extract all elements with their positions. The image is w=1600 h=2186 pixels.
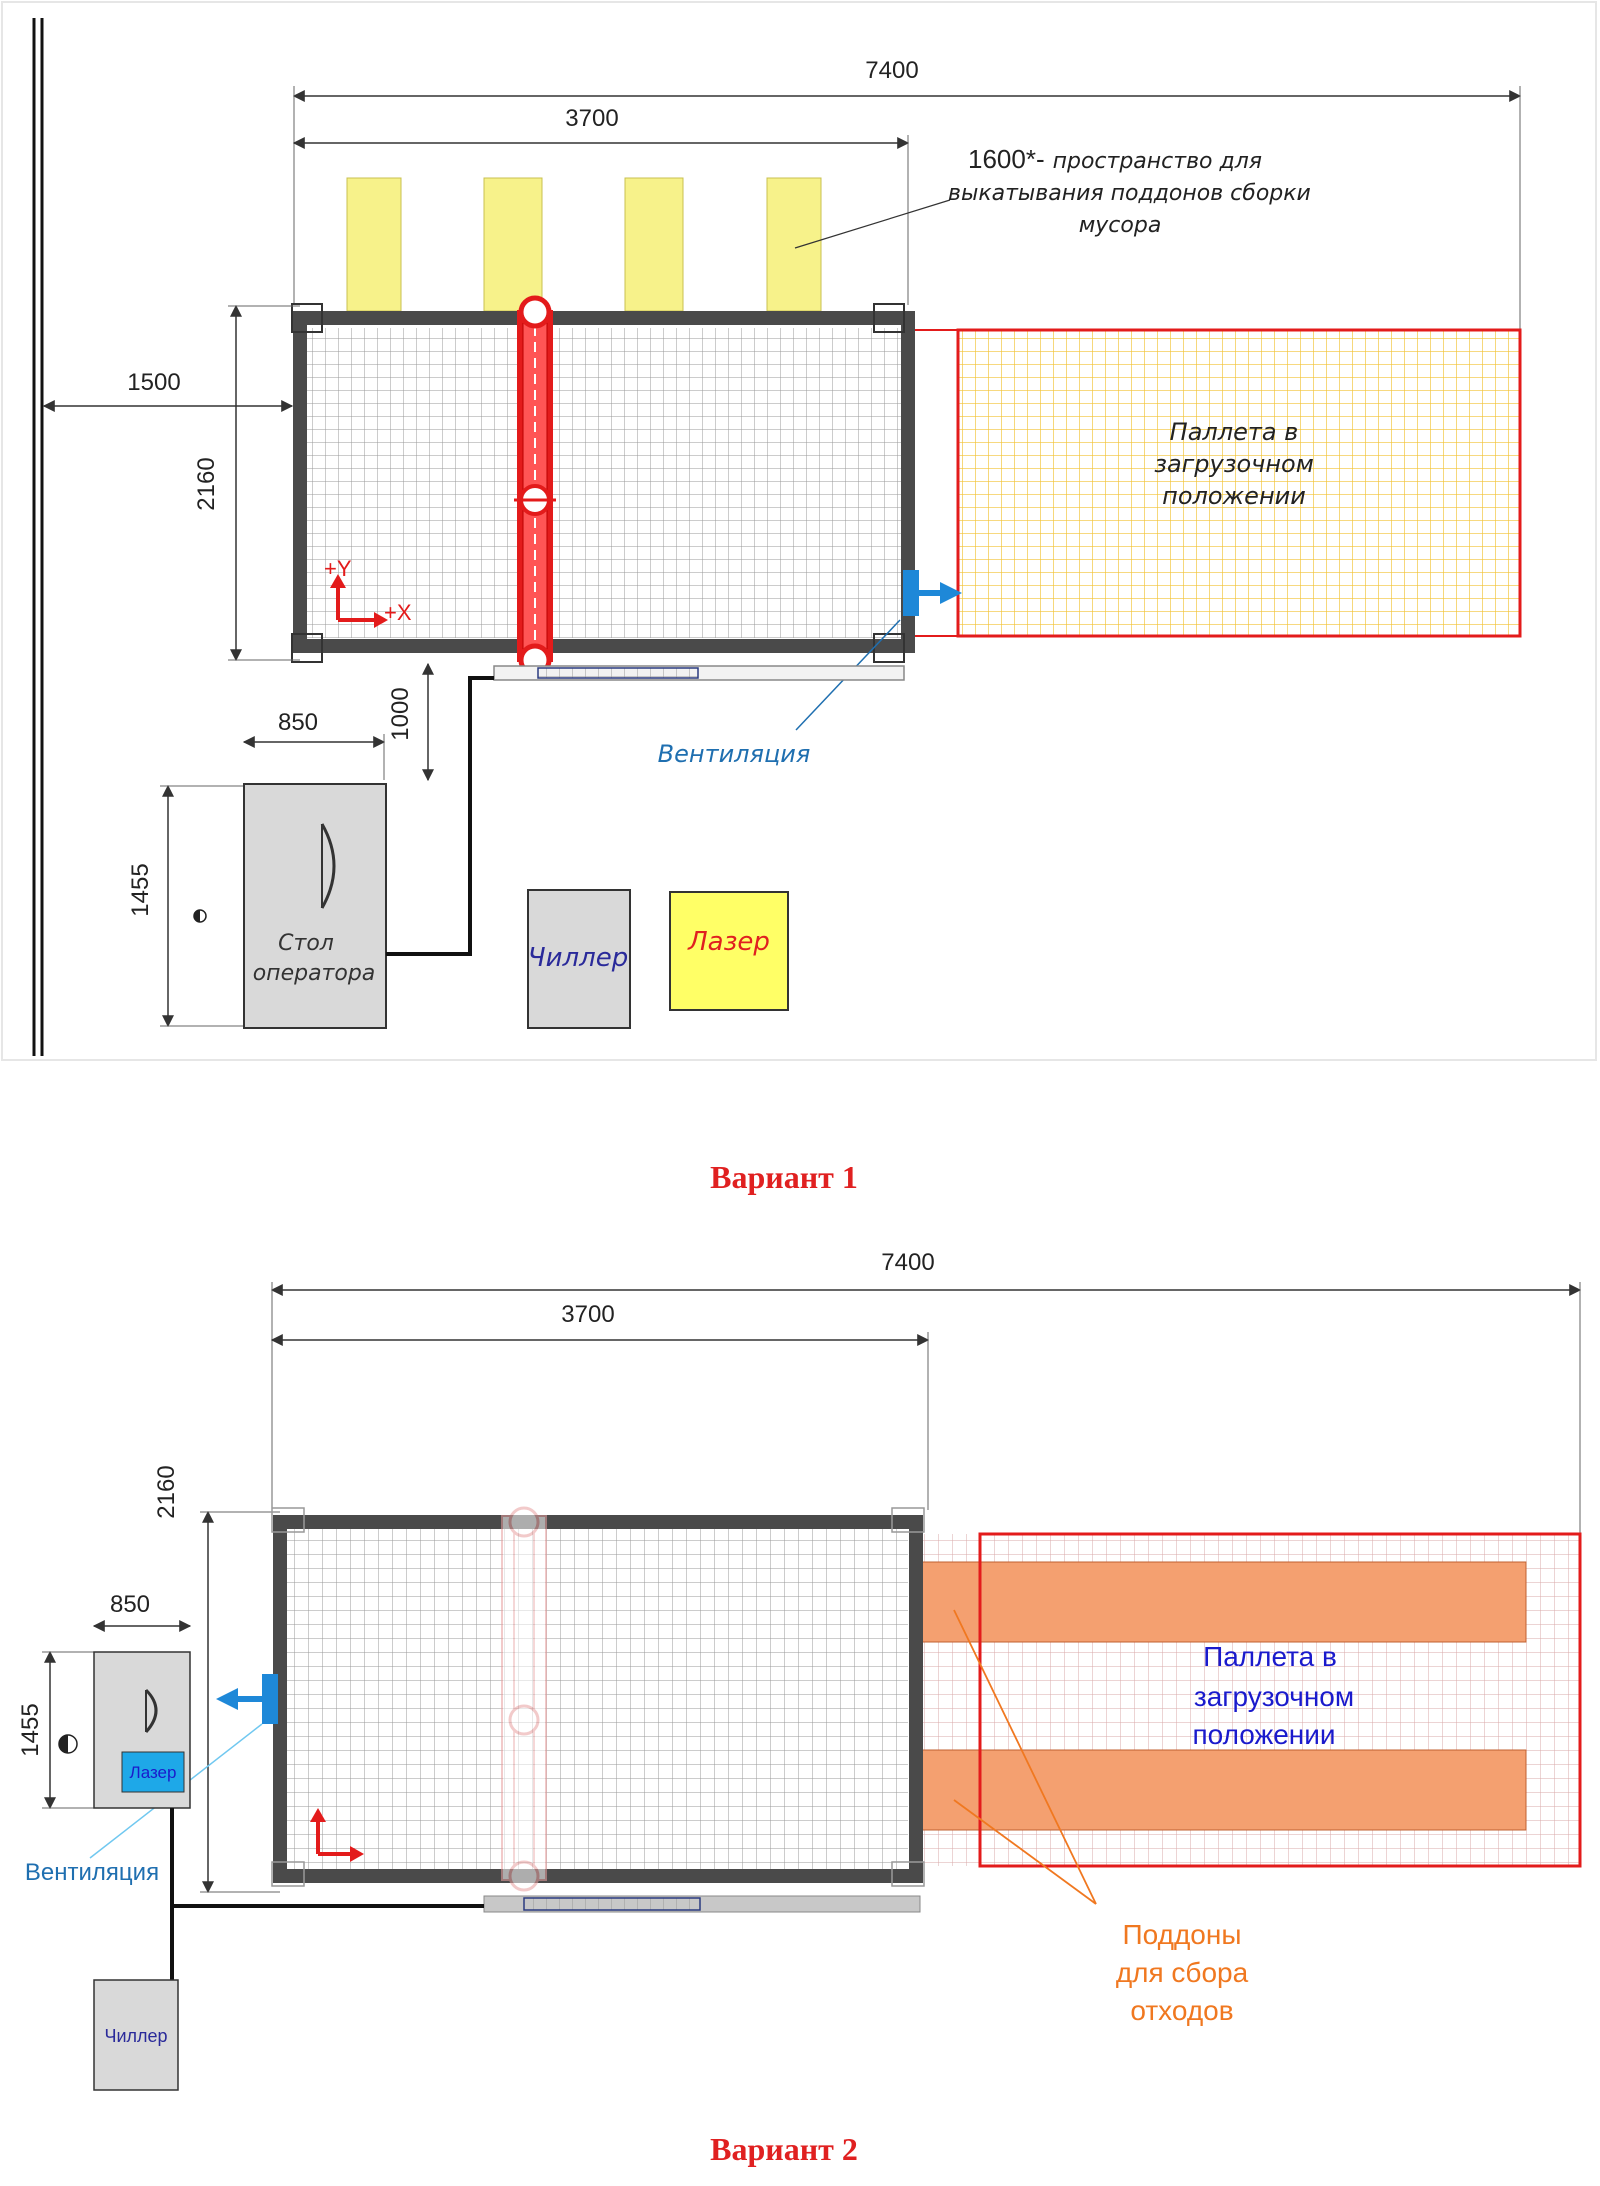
note-line-2: выкатывания поддонов сборки	[948, 181, 1311, 206]
v2-gantry	[501, 1506, 547, 1892]
dim-2160: 2160	[193, 457, 220, 510]
dim-1000: 1000	[387, 687, 414, 740]
cutting-table-frame	[293, 311, 915, 653]
waste-bin-3	[624, 177, 684, 312]
corner-bl	[291, 633, 323, 663]
variant-1-caption: Вариант 1	[710, 1159, 858, 1195]
trays-label-line-1: Поддоны	[1123, 1919, 1242, 1950]
v2-dim-7400: 7400	[881, 1249, 934, 1276]
waste-bin-4	[766, 177, 822, 312]
laser-box	[669, 891, 789, 1011]
eye-symbol-half	[194, 910, 200, 922]
waste-bin-2	[483, 177, 543, 312]
v2-dim-1455: 1455	[17, 1703, 44, 1756]
v2-pallet-loading-area	[978, 1532, 1582, 1868]
operator-table	[243, 783, 387, 1029]
pallet-label-line-2: загрузочном	[1154, 450, 1314, 478]
axis-indicator: +Y +X	[324, 556, 412, 628]
trays-label-line-2: для сбора	[1116, 1957, 1249, 1988]
v2-dim-2160: 2160	[153, 1465, 180, 1518]
waste-tray-1	[915, 1561, 1527, 1643]
v2-pallet-label-line-3: положении	[1192, 1719, 1335, 1750]
v2-chiller-label: Чиллер	[104, 2026, 167, 2046]
note-leader	[794, 199, 951, 249]
dim-850: 850	[278, 709, 318, 736]
v2-operator-monitor-icon	[144, 1688, 158, 1734]
ventilation-fan	[903, 570, 962, 616]
note-line-3: мусора	[1079, 213, 1162, 238]
laser-label: Лазер	[687, 927, 770, 957]
v2-ventilation-fan	[216, 1674, 278, 1724]
gantry	[514, 295, 556, 677]
variant-2-drawing: 7400 3700 2160 Паллета в загрузочном пол…	[17, 1249, 1582, 2091]
trays-leader-1	[953, 1609, 1097, 1905]
dim-1455: 1455	[127, 863, 154, 916]
v2-axis-indicator	[310, 1808, 364, 1862]
v2-corner-tr	[891, 1507, 925, 1533]
axis-y-label: +Y	[324, 556, 352, 581]
v2-chiller-box	[93, 1979, 179, 2091]
v2-ventilation-label: Вентиляция	[25, 1859, 159, 1886]
axis-x-label: +X	[384, 600, 412, 625]
corner-tr	[873, 303, 905, 333]
pallet-label-line-1: Паллета в	[1170, 418, 1299, 446]
dim-1500: 1500	[127, 369, 180, 396]
pallet-loading-area	[956, 328, 1522, 638]
waste-tray-2	[915, 1749, 1527, 1831]
cutting-table-grid	[306, 328, 902, 638]
v2-pallet-label-line-2: загрузочном	[1194, 1681, 1354, 1712]
operator-cable	[386, 676, 494, 956]
operator-label-line-2: оператора	[253, 961, 376, 986]
v2-corner-br	[891, 1861, 925, 1887]
ventilation-label: Вентиляция	[658, 740, 811, 768]
variant-1-frame-border	[1, 1, 1597, 1061]
v2-cable-chain-links	[523, 1897, 701, 1911]
corner-tl	[291, 303, 323, 333]
operator-monitor-icon	[320, 823, 336, 909]
chiller-label: Чиллер	[528, 943, 628, 973]
chiller-box	[527, 889, 631, 1029]
v2-corner-bl	[271, 1861, 305, 1887]
dim-7400: 7400	[865, 57, 918, 84]
variant-2-caption: Вариант 2	[710, 2131, 858, 2167]
operator-label-line-1: Стол	[278, 931, 334, 956]
trays-leader-2	[953, 1799, 1097, 1905]
trays-label-line-3: отходов	[1130, 1995, 1233, 2026]
waste-bin-1	[346, 177, 402, 312]
v2-dim-850: 850	[110, 1591, 150, 1618]
pallet-label-line-3: положении	[1162, 482, 1306, 510]
cable-chain-links	[537, 667, 699, 679]
variant-1-drawing: 7400 3700 1600*-пространство для выкатыв…	[1, 1, 1597, 1061]
v2-corner-tl	[271, 1507, 305, 1533]
v2-pallet-label-line-1: Паллета в	[1203, 1641, 1337, 1672]
dim-3700: 3700	[565, 105, 618, 132]
v2-eye-symbol-half	[59, 1735, 68, 1753]
note-line-1: 1600*-пространство для	[968, 144, 1262, 174]
v2-laser-box	[121, 1751, 185, 1793]
v2-laser-label: Лазер	[130, 1763, 177, 1782]
v2-cutting-table-grid	[286, 1528, 908, 1870]
v2-dim-3700: 3700	[561, 1301, 614, 1328]
v2-cutting-table-frame	[273, 1515, 923, 1883]
